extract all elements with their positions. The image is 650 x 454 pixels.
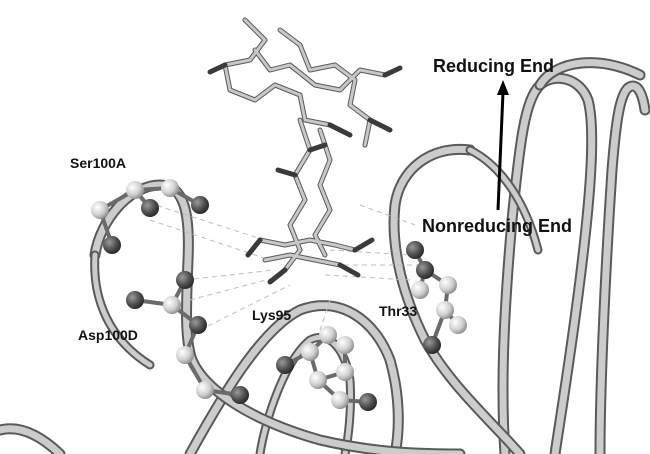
- residue-asp100d-atoms: [126, 271, 249, 404]
- hydrogen-bonds: [139, 199, 420, 331]
- ligand-ensemble: [207, 17, 403, 285]
- label-nonreducing-end: Nonreducing End: [422, 216, 572, 236]
- label-reducing-end: Reducing End: [433, 56, 554, 76]
- label-thr33: Thr33: [379, 303, 417, 319]
- label-ser100a: Ser100A: [70, 155, 126, 171]
- residue-thr33-atoms: [406, 241, 467, 354]
- residue-ser100a-atoms: [91, 179, 209, 254]
- residue-lys95-atoms: [276, 326, 377, 411]
- label-asp100d: Asp100D: [78, 327, 138, 343]
- label-lys95: Lys95: [252, 307, 291, 323]
- direction-arrow: [496, 80, 509, 211]
